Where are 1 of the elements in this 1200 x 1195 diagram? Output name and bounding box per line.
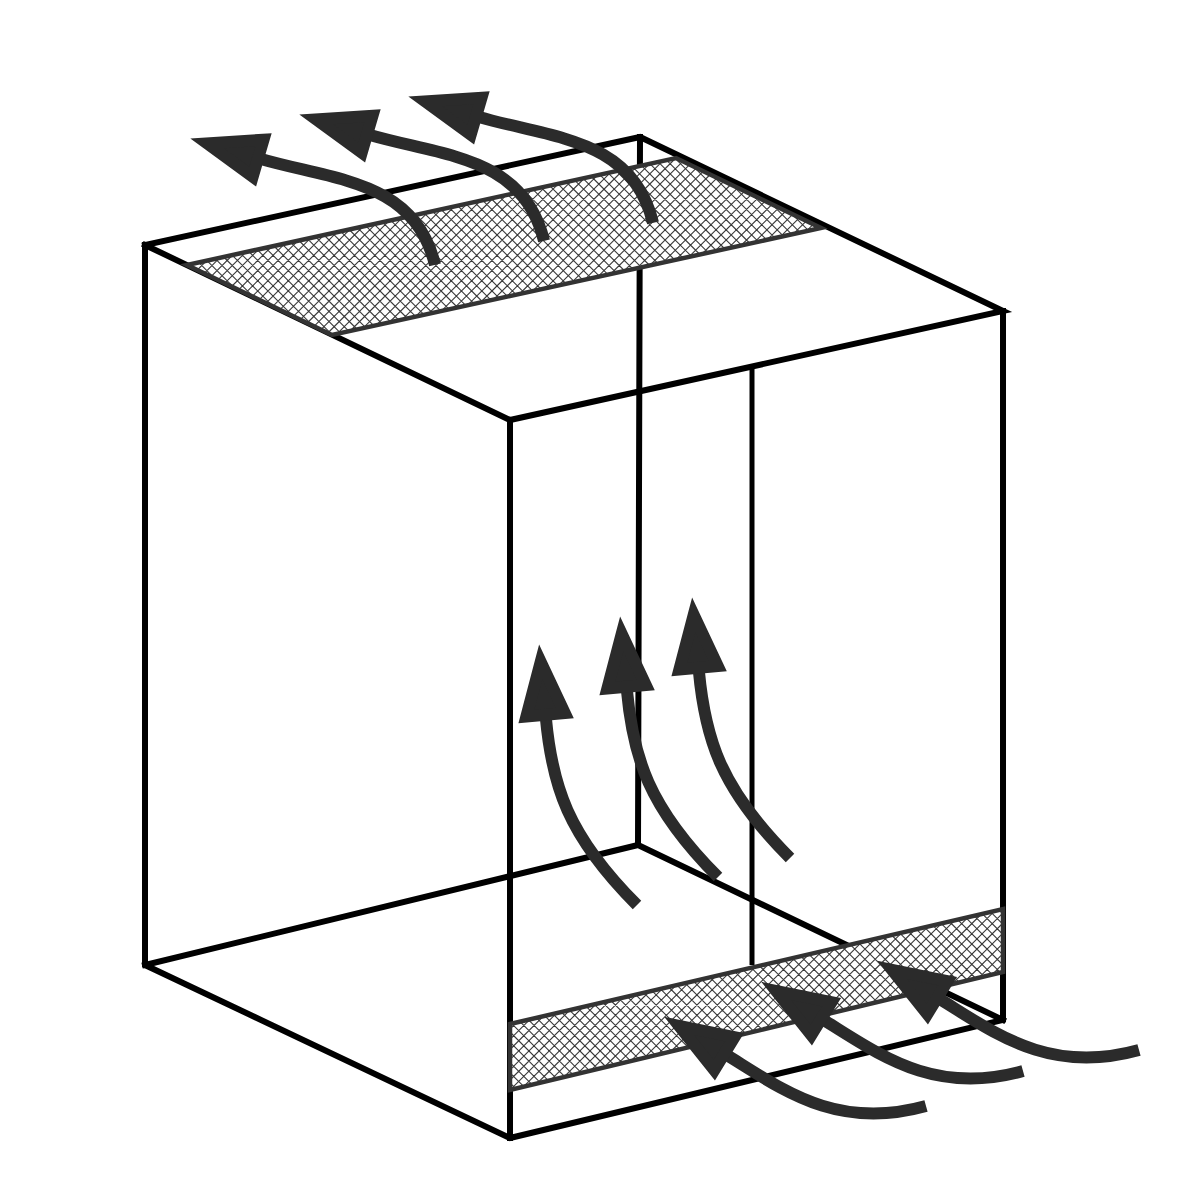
mesh-vent bbox=[507, 906, 1006, 1093]
